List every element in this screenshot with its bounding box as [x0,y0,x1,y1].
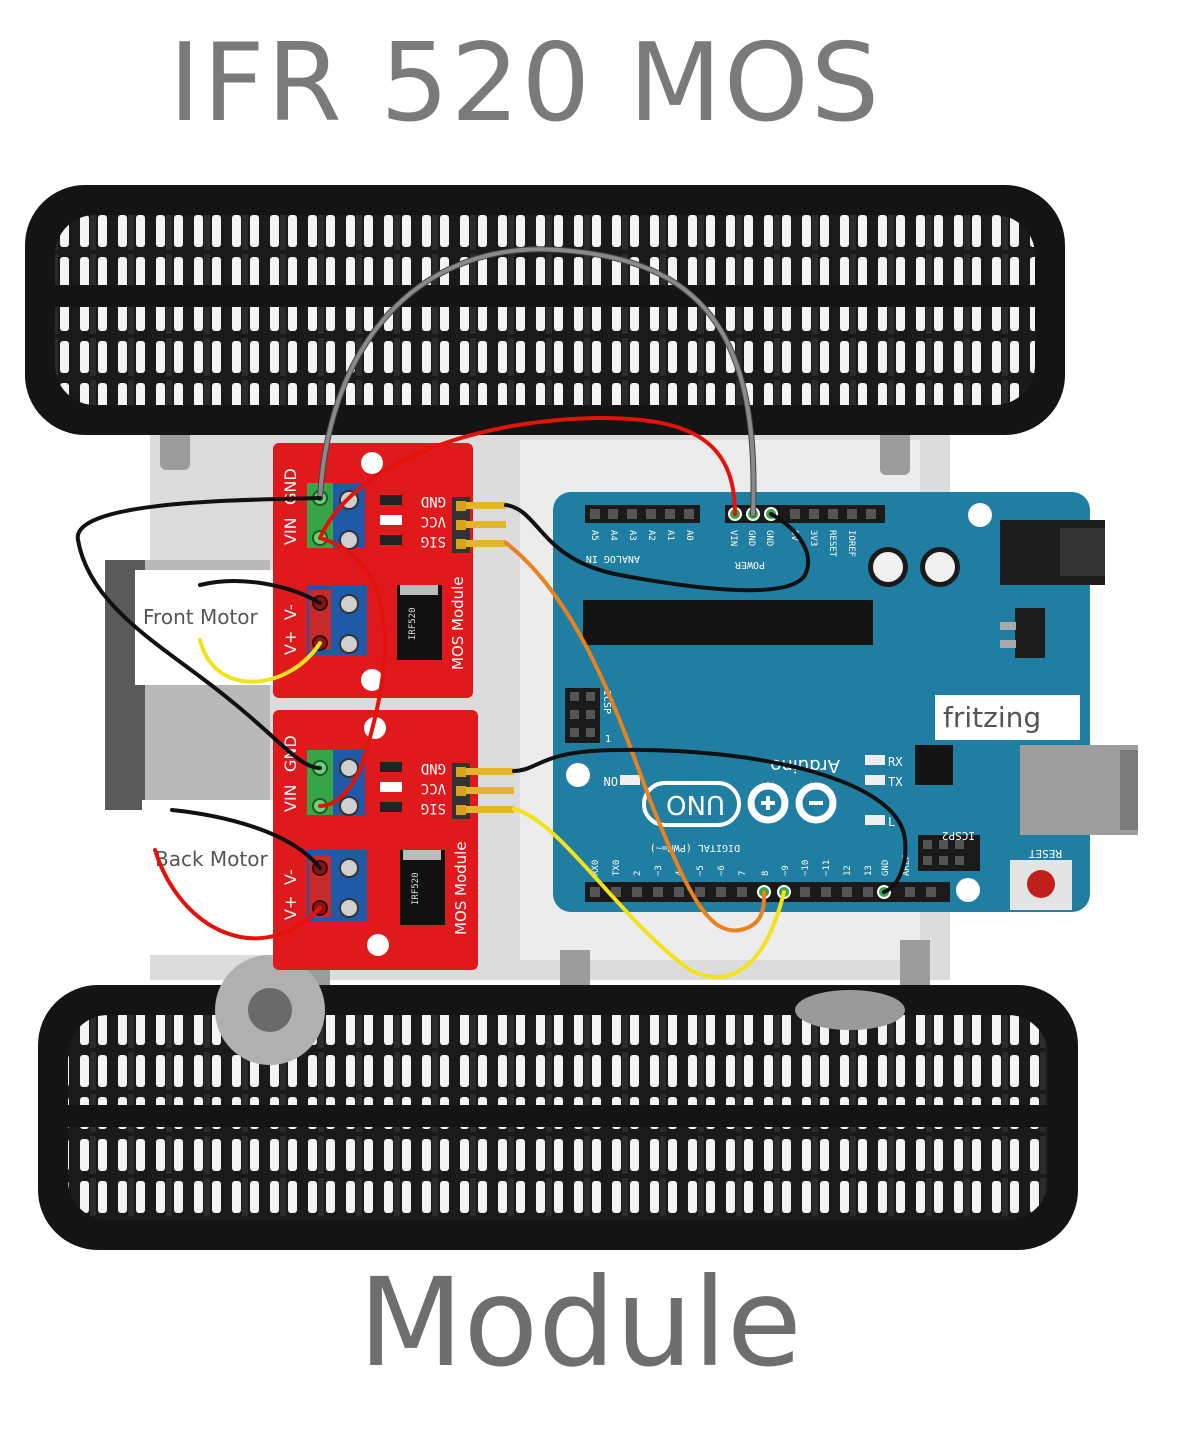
diagram-title-line1: IFR 520 MOS [168,21,882,146]
l-led-label: L [888,815,895,829]
wire-red-vin-2 [318,536,387,808]
header-label: VCC [421,780,446,796]
pin-label: 2 [633,871,643,876]
tx-led-label: TX [888,775,903,789]
terminal-label: VIN [281,517,300,545]
pin-label: AREF [902,854,912,876]
pin-label: 13 [864,865,874,876]
pin-label: ~10 [801,860,811,876]
terminal-label: GND [281,468,300,505]
terminal-label: V- [281,869,300,885]
back-motor-label: Back Motor [155,847,268,871]
header-label: GND [421,760,446,776]
pin-label: 3V3 [808,530,818,546]
mos-module-label: MOS Module [449,576,467,670]
pin-label: TX0 [612,860,622,876]
mos-module-back: VIN GND V+ V- GND VCC SIG IRF520 MOS Mod… [273,710,514,970]
header-label: GND [421,493,446,509]
wire-black-gnd-3 [512,747,908,894]
back-motor-label-box: Back Motor [142,800,280,955]
infinity-logo [747,782,837,824]
pin-label: RX0 [591,860,601,876]
reset-button[interactable] [1027,870,1055,898]
pin-label: ~9 [781,865,791,876]
pin-label: A5 [589,530,599,541]
wire-orange-sig [504,541,767,933]
pin-label: GND [764,530,774,546]
rx-led-label: RX [888,755,903,769]
terminal-label: V- [281,604,300,620]
uno-logo: UNO [642,781,837,827]
wire-yellow-sig [512,807,786,979]
wire-front-motor-pos [198,638,322,684]
wire-black-gnd [75,496,322,770]
pin-label: RESET [827,530,837,558]
pin-label: A2 [646,530,656,541]
digital-label: DIGITAL (PWM=~) [650,842,740,853]
fritzing-logo: fritzing [943,701,1041,734]
pin-label: GND [746,530,756,546]
reset-label: RESET [1029,847,1062,860]
icsp-pin-1-label: 1 [605,734,611,745]
pin-label: ~11 [822,860,832,876]
header-label: VCC [421,513,446,529]
on-led-label: ON [604,774,618,788]
front-motor-label-box: Front Motor [135,570,275,685]
pin-label: 8 [761,871,771,876]
power-label: POWER [734,559,765,570]
uno-label: UNO [666,789,725,819]
header-label: SIG [421,800,446,816]
pin-label: A0 [684,530,694,541]
wire-front-motor-neg [198,579,322,605]
terminal-label: V+ [281,896,300,920]
top-track [25,185,1065,435]
mos-module-label: MOS Module [452,841,470,935]
icsp-label: ICSP [601,690,612,714]
pin-label: ~5 [696,865,706,876]
analog-in-label: ANALOG IN [586,553,640,564]
wires [75,246,908,979]
diagram-title-line2: Module [358,1252,802,1394]
wire-back-motor-pos [153,848,322,941]
front-motor-label: Front Motor [143,605,259,629]
terminal-label: V+ [281,631,300,655]
arduino-uno-board: fritzing A5 A4 A3 A2 A1 A0 ANALOG IN VIN… [553,492,1138,912]
icsp2-label: ICSP2 [942,829,975,842]
pin-label: IOREF [846,530,856,557]
pin-label: ~6 [717,865,727,876]
terminal-label: VIN [281,784,300,812]
pin-label: A4 [608,530,618,541]
pin-label: 5V [789,530,799,541]
bottom-track [38,955,1078,1250]
pin-label: 12 [843,865,853,876]
pin-label: GND [881,860,891,876]
chip-label: IRF520 [408,607,418,640]
pin-label: A1 [665,530,675,541]
arduino-brand-label: Arduino [770,755,840,776]
wire-gray-gnd [318,247,756,516]
wire-black-gnd-2 [504,503,811,593]
header-label: SIG [421,533,446,549]
chip-label: IRF520 [411,872,421,905]
pin-label: VIN [728,530,738,546]
wire-back-motor-neg [170,808,322,870]
pin-label: A3 [627,530,637,541]
wire-red-vin [318,416,737,540]
pin-label: ~3 [654,865,664,876]
mos-module-front: VIN GND V+ V- GND VCC SIG IRF520 MOS Mod… [273,443,506,698]
pin-label: 7 [738,871,748,876]
